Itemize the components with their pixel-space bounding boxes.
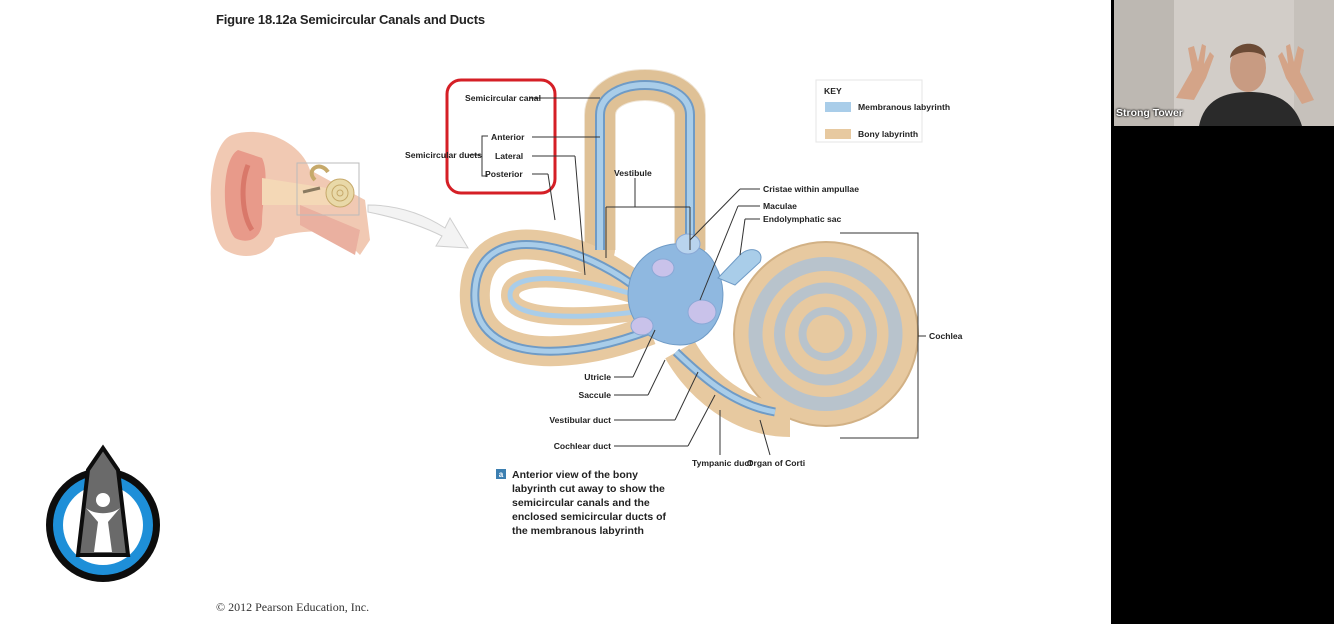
participant-name: Strong Tower xyxy=(1116,107,1183,119)
leader-lines xyxy=(468,97,926,456)
caption-line: semicircular canals and the xyxy=(512,497,650,509)
outer-ear-illustration xyxy=(210,131,370,257)
label-saccule: Saccule xyxy=(579,390,612,400)
key-heading: KEY xyxy=(824,86,842,96)
label-organ-of-corti: Organ of Corti xyxy=(747,458,805,468)
label-cochlea: Cochlea xyxy=(929,331,963,341)
key-membranous-swatch xyxy=(825,102,851,112)
caption-text: Anterior view of the bony labyrinth cut … xyxy=(512,469,669,537)
participant-video-feed xyxy=(1114,0,1334,126)
label-cochlear-duct: Cochlear duct xyxy=(554,441,611,451)
label-posterior: Posterior xyxy=(485,169,523,179)
caption-line: the membranous labyrinth xyxy=(512,525,644,537)
label-anterior: Anterior xyxy=(491,132,525,142)
label-semicircular-ducts: Semicircular ducts xyxy=(405,150,482,160)
caption-badge xyxy=(496,469,506,479)
caption-line: Anterior view of the bony xyxy=(512,469,638,481)
channel-logo xyxy=(46,444,160,582)
participant-video-tile[interactable]: Strong Tower xyxy=(1114,0,1334,126)
zoom-arrow xyxy=(367,204,469,249)
key-box: KEY Membranous labyrinth Bony labyrinth xyxy=(815,79,950,143)
label-utricle: Utricle xyxy=(584,372,611,382)
caption-line: enclosed semicircular ducts of xyxy=(512,511,667,523)
label-lateral: Lateral xyxy=(495,151,523,161)
caption-line: labyrinth cut away to show the xyxy=(512,483,665,495)
presentation-slide: Figure 18.12a Semicircular Canals and Du… xyxy=(0,0,1111,624)
key-membranous-label: Membranous labyrinth xyxy=(858,102,950,112)
label-vestibular-duct: Vestibular duct xyxy=(549,415,611,425)
label-semicircular-canal: Semicircular canal xyxy=(465,93,541,103)
caption-badge-letter: a xyxy=(499,470,504,479)
key-membranous-text: Membranous labyrinth xyxy=(858,102,950,112)
figure-title: Figure 18.12a Semicircular Canals and Du… xyxy=(216,12,485,27)
key-bony-label: Bony labyrinth xyxy=(858,129,918,139)
key-bony-swatch xyxy=(825,129,851,139)
label-cristae: Cristae within ampullae xyxy=(763,184,859,194)
label-tympanic-duct: Tympanic duct xyxy=(692,458,752,468)
copyright: © 2012 Pearson Education, Inc. xyxy=(216,600,370,614)
label-maculae: Maculae xyxy=(763,201,797,211)
label-endolymphatic-sac: Endolymphatic sac xyxy=(763,214,842,224)
inner-ear-diagram: KEY Membranous labyrinth Bony labyrinth xyxy=(46,69,963,582)
membranous-labyrinth xyxy=(470,80,776,417)
label-vestibule: Vestibule xyxy=(614,168,652,178)
